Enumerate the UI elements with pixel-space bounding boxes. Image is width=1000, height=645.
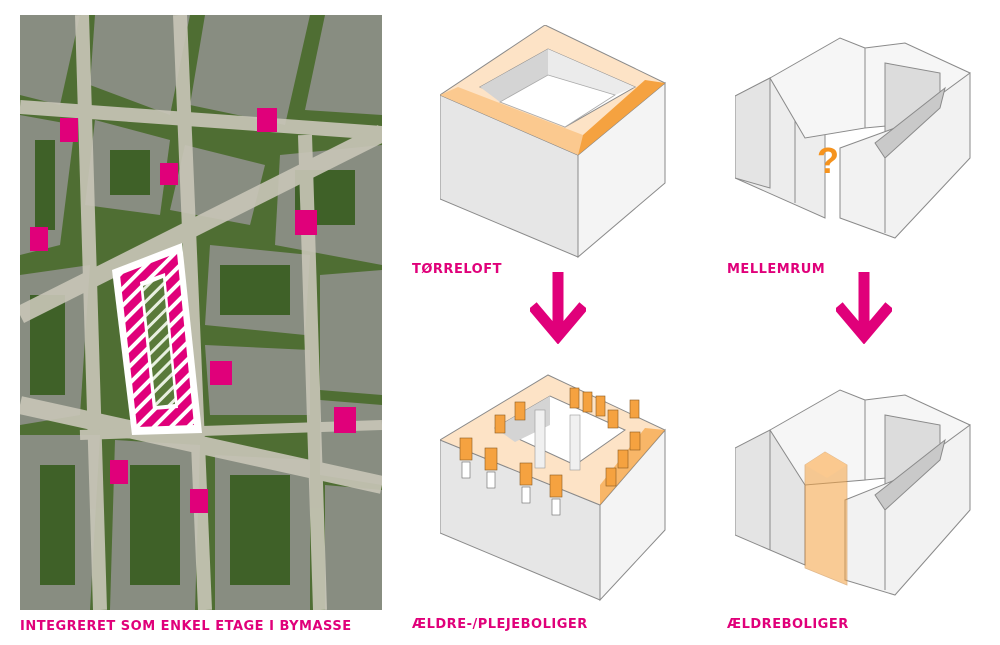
block1-bottom-diagram (440, 370, 670, 610)
courtyards (30, 140, 355, 585)
block2-bottom-diagram (735, 370, 980, 610)
arrow-down-icon (530, 272, 586, 344)
arrow-down-icon (836, 272, 892, 344)
infill-volume (804, 451, 848, 586)
block1-top-diagram (440, 25, 670, 265)
question-mark: ? (817, 140, 839, 181)
roads (20, 15, 382, 610)
block2-top-label: MELLEMRUM (727, 262, 826, 277)
marker (30, 227, 48, 251)
highlighted-site (112, 243, 202, 435)
marker (257, 108, 277, 132)
marker (334, 407, 356, 433)
block1-top-label: TØRRELOFT (412, 262, 502, 277)
location-markers (30, 108, 356, 513)
plejeboliger-building (440, 374, 666, 602)
torreloft-building (440, 25, 666, 259)
block2-bottom-label: ÆLDREBOLIGER (727, 617, 849, 632)
marker (110, 460, 128, 484)
aerial-map (20, 15, 382, 610)
marker (60, 118, 78, 142)
block1-bottom-label: ÆLDRE-/PLEJEBOLIGER (412, 617, 588, 632)
dormer-windows (459, 387, 641, 498)
aerial-map-svg (20, 15, 382, 610)
aeldreboliger-building (735, 389, 971, 596)
map-caption: INTEGRERET SOM ENKEL ETAGE I BYMASSE (20, 619, 352, 634)
marker (160, 163, 178, 185)
block2-top-diagram: ? (735, 18, 980, 258)
marker (190, 489, 208, 513)
marker (295, 210, 317, 235)
marker (210, 361, 232, 385)
mellemrum-building: ? (735, 37, 971, 239)
